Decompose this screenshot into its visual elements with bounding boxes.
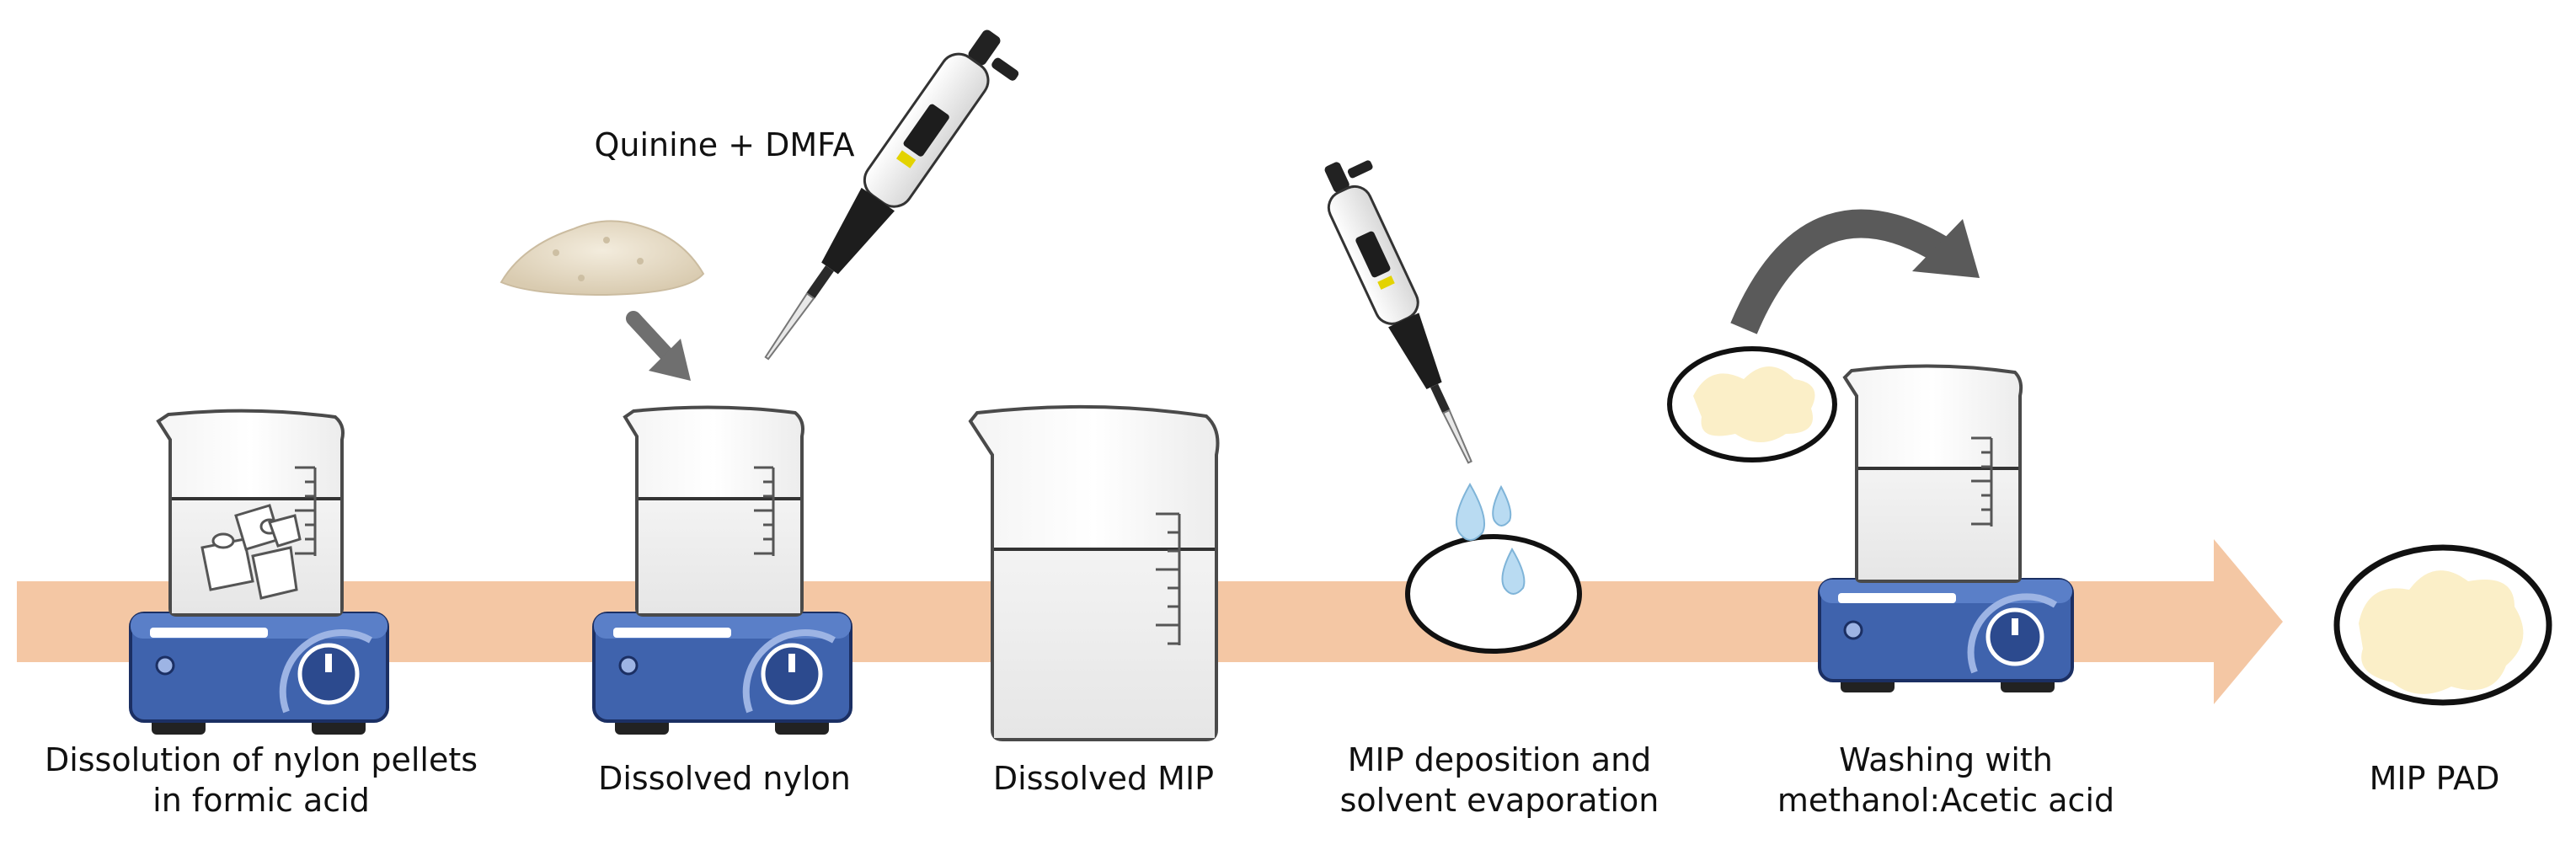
stirrer-knob-icon (1985, 607, 2044, 666)
white-pad (1405, 534, 1582, 654)
beaker-dissolved-nylon (623, 405, 804, 617)
stirrer-knob-icon (761, 643, 823, 705)
quinine-powder-pile (500, 220, 705, 297)
top-label-quinine-dmfa: Quinine + DMFA (594, 126, 855, 163)
step-label-3: Dissolved MIP (992, 760, 1215, 797)
droplets-icon (1456, 482, 1526, 595)
mip-pad-final (2333, 544, 2552, 706)
curved-arrow-icon (1730, 209, 1980, 334)
micropipette-1 (764, 29, 1019, 361)
stirrer-knob-icon (297, 643, 360, 705)
step-label-2: Dissolved nylon (598, 760, 851, 797)
mip-pad-small (1667, 346, 1837, 462)
step-label-6: MIP PAD (2369, 760, 2500, 797)
down-arrow-icon (626, 311, 691, 381)
micropipette-2 (1324, 160, 1472, 464)
beaker-dissolved-mip (968, 404, 1220, 741)
hot-plate-stirrer-1 (129, 612, 389, 735)
hot-plate-stirrer-3 (1818, 578, 2074, 692)
beaker-washing (1842, 364, 2023, 583)
nylon-pellets (200, 504, 302, 600)
hot-plate-stirrer-2 (592, 612, 852, 735)
beaker-with-pellets (156, 409, 345, 617)
